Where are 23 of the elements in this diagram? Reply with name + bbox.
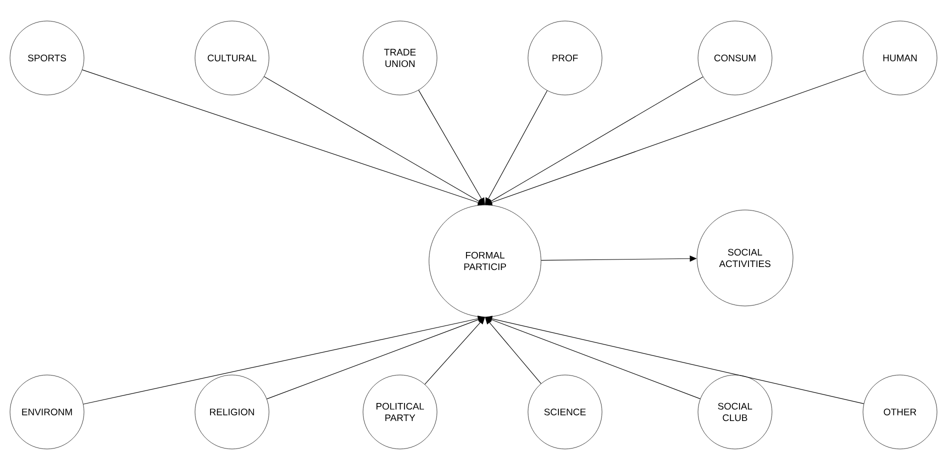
arrow [83, 316, 485, 404]
circle-node: HUMAN [862, 20, 938, 96]
circle-node: CULTURAL [194, 20, 270, 96]
circle-node: SOCIAL ACTIVITIES [696, 210, 794, 306]
arrow [424, 317, 485, 385]
circle-node: PROF [528, 20, 602, 96]
arrow [485, 316, 701, 400]
arrow [266, 316, 485, 400]
circle-node: TRADE UNION [362, 20, 438, 96]
arrow [485, 316, 864, 404]
arrow [82, 70, 485, 206]
circle-node: ENVIRONM [10, 374, 84, 450]
circle-node: SOCIAL CLUB [698, 374, 772, 450]
arrow [264, 76, 485, 205]
circle-node: SPORTS [10, 20, 84, 96]
circle-node: SCIENCE [528, 374, 602, 450]
circle-node: FORMAL PARTICIP [428, 204, 542, 318]
arrow [485, 76, 704, 205]
circle-node: OTHER [862, 374, 938, 450]
circle-node: RELIGION [194, 374, 270, 450]
circle-node: CONSUM [698, 20, 772, 96]
arrow [485, 70, 866, 206]
circle-node: POLITICAL PARTY [362, 374, 438, 450]
